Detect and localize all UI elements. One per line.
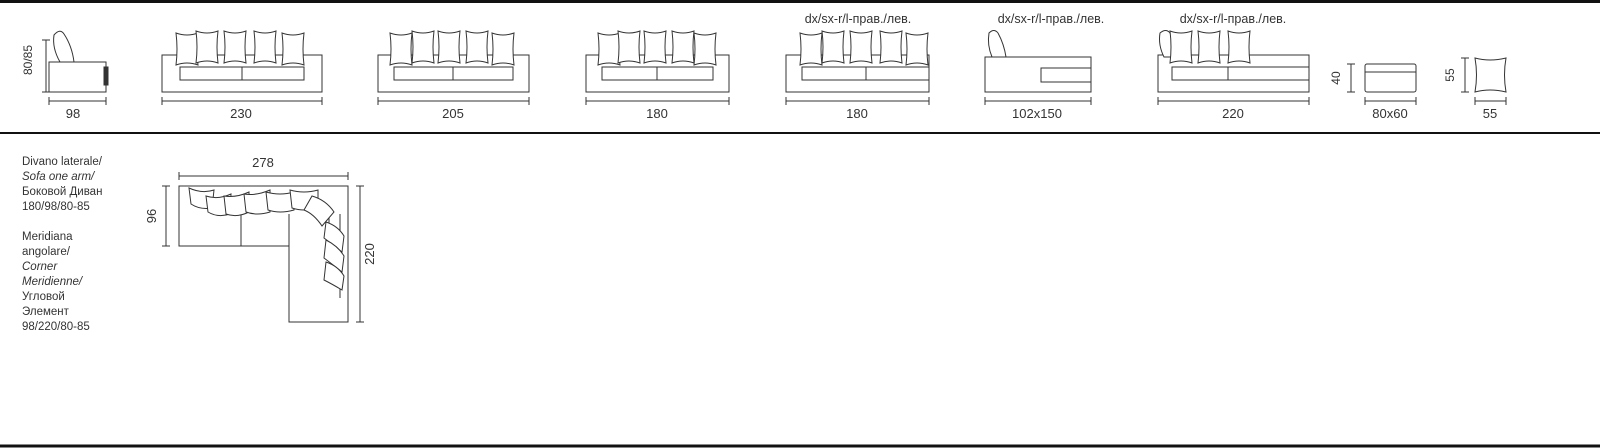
pouf-dimension (1364, 97, 1417, 105)
chaise-220-side-label: dx/sx-r/l-прав./лев. (1180, 12, 1287, 26)
sofa-230-width: 230 (230, 106, 252, 121)
desc-2-english-2: Meridienne/ (22, 276, 83, 288)
composition-description-1: Divano laterale/ Sofa one arm/ Боковой Д… (22, 155, 102, 215)
pouf-height: 40 (1329, 71, 1343, 85)
sofa-205-width: 205 (442, 106, 464, 121)
cushion-height-dimension (1461, 57, 1469, 93)
sofa-180-width: 180 (646, 106, 668, 121)
cushion-width: 55 (1483, 106, 1497, 121)
desc-2-italian-2: angolare/ (22, 246, 70, 258)
sofa-180-drawing (585, 30, 730, 93)
pouf-drawing (1364, 63, 1417, 93)
cushion-dimension (1474, 97, 1507, 105)
desc-1-italian: Divano laterale/ (22, 156, 102, 168)
sofa-one-arm-dimension (785, 97, 930, 105)
armchair-dimension (48, 97, 107, 105)
desc-1-dimensions: 180/98/80-85 (22, 201, 90, 213)
desc-2-russian-1: Угловой (22, 291, 65, 303)
sofa-one-arm-side-label: dx/sx-r/l-прав./лев. (805, 12, 912, 26)
desc-2-english-1: Corner (22, 261, 58, 273)
chaise-220-width: 220 (1222, 106, 1244, 121)
chaise-220-drawing (1157, 30, 1310, 93)
composition-length-dimension (356, 185, 364, 323)
sofa-180-dimension (585, 97, 730, 105)
composition-width: 278 (252, 155, 274, 170)
meridienne-side-label: dx/sx-r/l-прав./лев. (998, 12, 1105, 26)
desc-2-dimensions: 98/220/80-85 (22, 321, 90, 333)
composition-length: 220 (362, 243, 377, 265)
desc-1-english: Sofa one arm/ (22, 171, 95, 183)
cushion-drawing (1474, 57, 1507, 93)
meridienne-width: 102x150 (1012, 106, 1062, 121)
sofa-one-arm-drawing (785, 30, 930, 93)
composition-plan (178, 185, 349, 323)
desc-2-italian-1: Meridiana (22, 231, 73, 243)
sofa-230-drawing (161, 30, 323, 93)
composition-description-2: Meridiana angolare/ Corner Meridienne/ У… (22, 230, 90, 335)
composition-depth: 96 (144, 209, 159, 223)
composition-width-dimension (178, 172, 349, 180)
meridienne-drawing (984, 30, 1092, 93)
cushion-height: 55 (1443, 68, 1457, 82)
pouf-width: 80x60 (1372, 106, 1407, 121)
armchair-drawing (48, 30, 109, 93)
desc-1-russian: Боковой Диван (22, 186, 103, 198)
pouf-height-dimension (1347, 63, 1355, 93)
sofa-205-drawing (377, 30, 530, 93)
composition-depth-dimension (162, 185, 170, 247)
sofa-one-arm-width: 180 (846, 106, 868, 121)
desc-2-russian-2: Элемент (22, 306, 69, 318)
chaise-220-dimension (1157, 97, 1310, 105)
height-label: 80/85 (21, 45, 35, 75)
meridienne-dimension (984, 97, 1092, 105)
sofa-205-dimension (377, 97, 530, 105)
sofa-230-dimension (161, 97, 323, 105)
armchair-width: 98 (66, 106, 80, 121)
